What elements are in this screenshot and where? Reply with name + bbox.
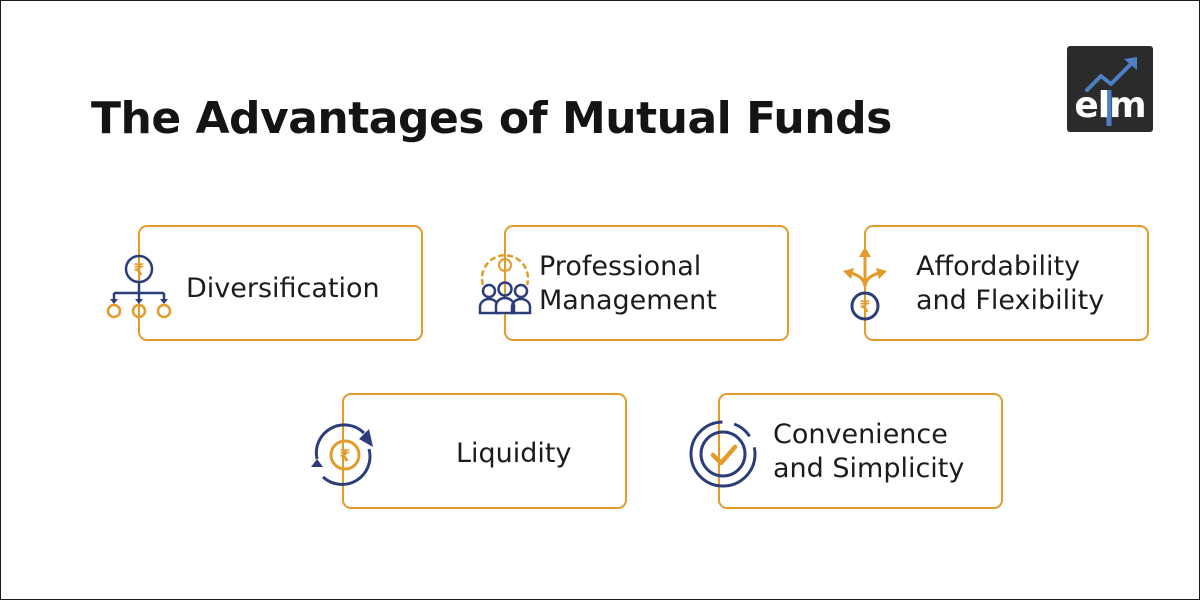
advantage-label-professional-management: Professional Management — [539, 250, 717, 318]
label-line: and Flexibility — [916, 285, 1105, 316]
professional-management-icon — [478, 254, 532, 315]
label-line: Convenience — [773, 419, 948, 450]
label-line: Professional — [539, 251, 702, 282]
label-line: Management — [539, 285, 717, 316]
trend-arrow-icon — [1085, 57, 1137, 126]
elm-logo: elm — [1067, 46, 1153, 132]
logo-text: elm — [1074, 85, 1146, 126]
advantage-label-liquidity: Liquidity — [456, 437, 572, 471]
advantage-card-liquidity — [342, 393, 627, 509]
advantage-card-convenience-simplicity — [718, 393, 1003, 509]
svg-text:₹: ₹ — [133, 260, 144, 279]
liquidity-icon: ₹ — [311, 423, 373, 486]
diversification-icon: ₹ — [106, 254, 172, 319]
advantage-label-affordability-flexibility: Affordability and Flexibility — [916, 250, 1104, 318]
svg-text:₹: ₹ — [859, 297, 870, 316]
svg-text:₹: ₹ — [339, 446, 350, 465]
advantage-label-diversification: Diversification — [186, 272, 380, 306]
affordability-flexibility-icon: ₹ — [843, 247, 887, 321]
label-line: Affordability — [916, 251, 1081, 282]
convenience-simplicity-icon — [689, 420, 757, 488]
advantage-label-convenience-simplicity: Convenience and Simplicity — [773, 418, 964, 486]
page-title: The Advantages of Mutual Funds — [91, 93, 892, 144]
label-line: Diversification — [186, 273, 380, 304]
label-line: Liquidity — [456, 438, 572, 469]
label-line: and Simplicity — [773, 453, 965, 484]
